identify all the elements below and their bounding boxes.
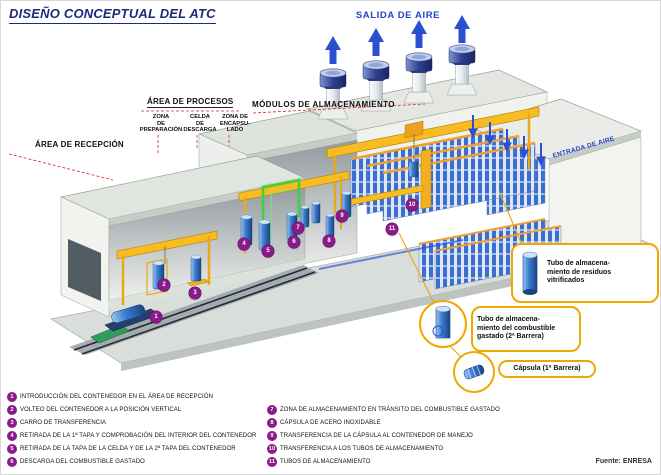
callout-vitrified-text: Tubo de almacena- miento de residuos vit… [547, 259, 612, 285]
legend-item-text: RETIRADA DE LA 1ª TAPA Y COMPROBACIÓN DE… [20, 432, 257, 439]
callout-spent-fuel-text: Tubo de almacena- miento del combustible… [477, 315, 556, 341]
casks [146, 190, 352, 296]
capsule-icon [463, 364, 485, 380]
legend-item-text: INTRODUCCIÓN DEL CONTENEDOR EN EL ÁREA D… [20, 393, 214, 400]
legend-item: 3 CARRO DE TRANSFERENCIA [7, 416, 267, 429]
diagram-marker-7: 7 [292, 222, 304, 234]
legend-number-badge: 11 [267, 456, 277, 467]
legend-item: 1 INTRODUCCIÓN DEL CONTENEDOR EN EL ÁREA… [7, 390, 267, 403]
air-outlet-arrows [325, 15, 470, 64]
legend-item-text: TRANSFERENCIA A LOS TUBOS DE ALMACENAMIE… [280, 445, 444, 452]
callout-capsule: Cápsula (1ª Barrera) [498, 360, 596, 378]
callout-capsule-icon-circle [453, 351, 495, 393]
diagram-marker-11: 11 [386, 223, 398, 235]
legend-item-text: RETIRADA DE LA TAPA DE LA CELDA Y DE LA … [20, 445, 236, 452]
unloading-cell-label: CELDA DE DESCARGA [183, 114, 217, 134]
rail-track [69, 265, 319, 355]
chimneys [317, 44, 478, 120]
legend-number-badge: 4 [7, 430, 17, 441]
legend-number-badge: 8 [267, 417, 277, 428]
diagram-marker-3: 3 [189, 287, 201, 299]
diagram-marker-5: 5 [262, 245, 274, 257]
legend-item: 5 RETIRADA DE LA TAPA DE LA CELDA Y DE L… [7, 442, 267, 455]
diagram-marker-4: 4 [238, 238, 250, 250]
legend-item: 2 VOLTEO DEL CONTENEDOR A LA POSICIÓN VE… [7, 403, 267, 416]
diagram-marker-6: 6 [288, 236, 300, 248]
storage-modules-label: MÓDULOS DE ALMACENAMIENTO [252, 100, 395, 109]
encapsulation-zone-label: ZONA DE ENCAPSU- LADO [219, 114, 251, 134]
legend-item-text: TRANSFERENCIA DE LA CÁPSULA AL CONTENEDO… [280, 432, 473, 439]
callout-fuel-tube-icon-circle [419, 300, 467, 348]
legend-item: 6 DESCARGA DEL COMBUSTIBLE GASTADO [7, 455, 267, 468]
legend-column-2: 7 ZONA DE ALMACENAMIENTO EN TRÁNSITO DEL… [267, 390, 500, 468]
legend-number-badge: 6 [7, 456, 17, 467]
diagram-marker-8: 8 [323, 235, 335, 247]
callout-capsule-text: Cápsula (1ª Barrera) [513, 364, 581, 372]
legend-number-badge: 2 [7, 404, 17, 415]
legend-item: 8 CÁPSULA DE ACERO INOXIDABLE [267, 416, 500, 429]
source-credit: Fuente: ENRESA [595, 458, 652, 465]
legend-number-badge: 7 [267, 404, 277, 415]
legend-number-badge: 1 [7, 391, 17, 402]
legend-item-text: VOLTEO DEL CONTENEDOR A LA POSICIÓN VERT… [20, 406, 182, 413]
fuel-tube-icon [432, 305, 451, 339]
page-title: DISEÑO CONCEPTUAL DEL ATC [9, 6, 216, 24]
red-dashed-zone-lines [8, 103, 426, 181]
diagram-marker-10: 10 [406, 199, 418, 211]
legend-item: 10 TRANSFERENCIA A LOS TUBOS DE ALMACENA… [267, 442, 500, 455]
legend-number-badge: 9 [267, 430, 277, 441]
reception-area-label: ÁREA DE RECEPCIÓN [35, 140, 124, 149]
diagram-marker-9: 9 [336, 210, 348, 222]
legend-item-text: ZONA DE ALMACENAMIENTO EN TRÁNSITO DEL C… [280, 406, 500, 413]
vitrified-tube-icon [522, 251, 538, 295]
air-inlet-arrows [468, 115, 546, 167]
process-area-label: ÁREA DE PROCESOS [147, 97, 234, 109]
callout-spent-fuel-tube: Tubo de almacena- miento del combustible… [471, 306, 581, 352]
green-piping [260, 177, 302, 241]
callout-vitrified-waste-tube: Tubo de almacena- miento de residuos vit… [511, 243, 659, 303]
legend-item-text: CÁPSULA DE ACERO INOXIDABLE [280, 419, 381, 426]
legend-number-badge: 5 [7, 443, 17, 454]
legend-item-text: CARRO DE TRANSFERENCIA [20, 419, 107, 426]
diagram-marker-1: 1 [150, 311, 162, 323]
legend-number-badge: 10 [267, 443, 277, 454]
legend: 1 INTRODUCCIÓN DEL CONTENEDOR EN EL ÁREA… [7, 390, 500, 468]
air-outlet-label: SALIDA DE AIRE [355, 10, 441, 21]
legend-item: 11 TUBOS DE ALMACENAMIENTO [267, 455, 500, 468]
cranes [116, 106, 540, 305]
legend-item: 7 ZONA DE ALMACENAMIENTO EN TRÁNSITO DEL… [267, 403, 500, 416]
preparation-zone-label: ZONA DE PREPARACIÓN [139, 114, 183, 134]
legend-item-text: DESCARGA DEL COMBUSTIBLE GASTADO [20, 458, 145, 465]
diagram-marker-2: 2 [158, 279, 170, 291]
legend-item-text: TUBOS DE ALMACENAMIENTO [280, 458, 371, 465]
legend-column-1: 1 INTRODUCCIÓN DEL CONTENEDOR EN EL ÁREA… [7, 390, 267, 468]
legend-number-badge: 3 [7, 417, 17, 428]
legend-item: 4 RETIRADA DE LA 1ª TAPA Y COMPROBACIÓN … [7, 429, 267, 442]
legend-item: 9 TRANSFERENCIA DE LA CÁPSULA AL CONTENE… [267, 429, 500, 442]
